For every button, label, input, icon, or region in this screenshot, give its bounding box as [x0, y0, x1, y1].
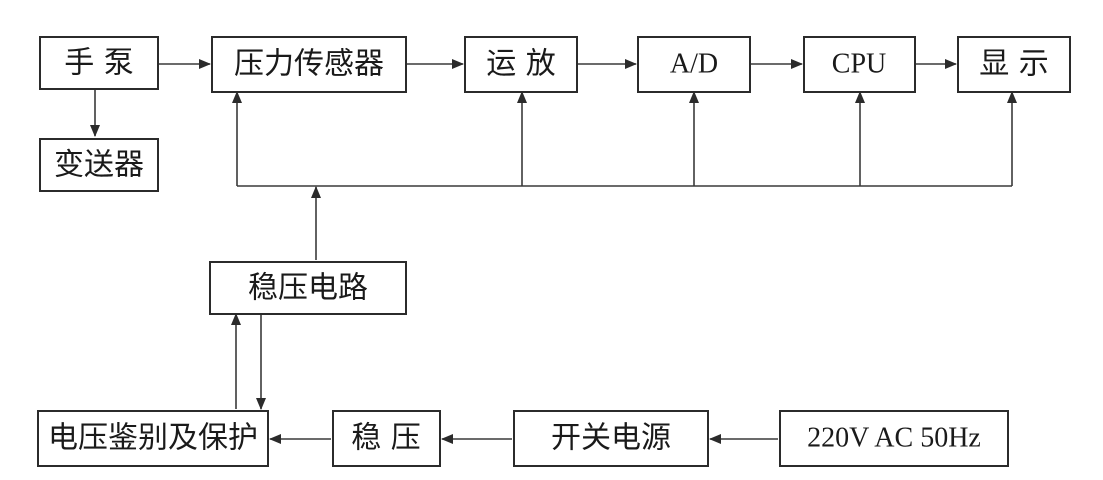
voltage-regulator-circuit-label: 稳压电路 — [248, 271, 368, 306]
block-mains-input: 220V AC 50Hz — [779, 410, 1009, 467]
block-switching-power-supply: 开关电源 — [513, 410, 709, 467]
pressure-sensor-label: 压力传感器 — [234, 47, 384, 82]
block-voltage-regulator-circuit: 稳压电路 — [209, 261, 407, 315]
block-cpu: CPU — [803, 36, 916, 93]
transmitter-label: 变送器 — [54, 148, 144, 183]
switching-power-supply-label: 开关电源 — [551, 421, 671, 456]
block-pressure-sensor: 压力传感器 — [211, 36, 407, 93]
block-voltage-monitor-protection: 电压鉴别及保护 — [37, 410, 269, 467]
cpu-label: CPU — [832, 49, 886, 80]
block-display: 显 示 — [957, 36, 1071, 93]
adc-label: A/D — [670, 49, 718, 80]
stabilizer-label: 稳 压 — [351, 421, 421, 456]
mains-input-label: 220V AC 50Hz — [807, 423, 981, 454]
block-adc: A/D — [637, 36, 751, 93]
block-stabilizer: 稳 压 — [332, 410, 441, 467]
block-op-amp: 运 放 — [464, 36, 578, 93]
block-transmitter: 变送器 — [39, 138, 159, 192]
block-hand-pump: 手 泵 — [39, 36, 159, 90]
voltage-monitor-protection-label: 电压鉴别及保护 — [48, 421, 258, 456]
display-label: 显 示 — [979, 47, 1049, 82]
connectors — [90, 59, 1017, 444]
op-amp-label: 运 放 — [486, 47, 556, 82]
hand-pump-label: 手 泵 — [64, 46, 134, 81]
